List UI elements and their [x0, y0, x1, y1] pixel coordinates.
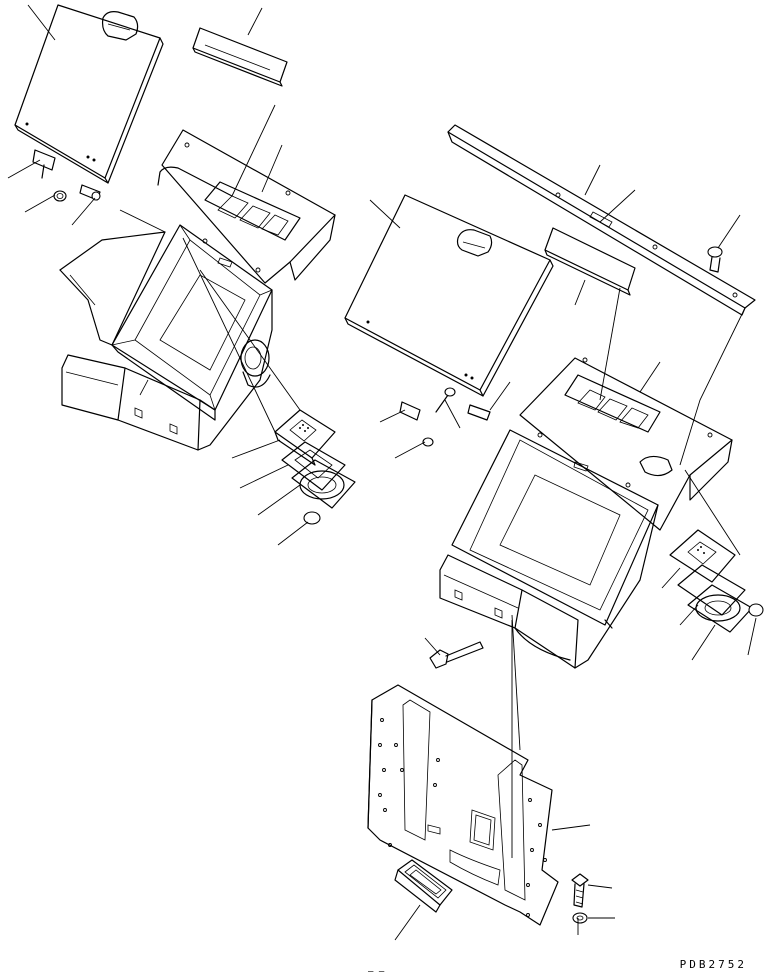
- leader-lines: [7, 4, 757, 941]
- right-console-assembly: [344, 124, 764, 669]
- right-vent-assembly[interactable]: [669, 529, 764, 633]
- left-lid-bracket[interactable]: [32, 149, 56, 179]
- left-nut[interactable]: [53, 190, 67, 202]
- left-console-assembly: [14, 4, 356, 525]
- right-hex-bolt[interactable]: [429, 641, 484, 669]
- left-cover-plate[interactable]: [192, 27, 288, 87]
- drawing-code: PDB2752: [679, 958, 747, 971]
- floor-plate[interactable]: [367, 684, 559, 926]
- right-console-body[interactable]: [439, 357, 733, 669]
- left-lid-clip[interactable]: [79, 184, 101, 201]
- right-top-bolt[interactable]: [707, 246, 723, 273]
- right-lid-bracket[interactable]: [399, 387, 456, 447]
- right-cover-plate[interactable]: [544, 227, 636, 296]
- floor-plate-assembly: [367, 684, 589, 926]
- right-support-bar[interactable]: [447, 124, 756, 316]
- right-lid[interactable]: [344, 194, 554, 397]
- left-console-body[interactable]: [59, 129, 336, 451]
- page-mark: – –: [368, 967, 385, 977]
- right-lid-clip[interactable]: [467, 404, 491, 421]
- left-vent-assembly[interactable]: [274, 409, 356, 525]
- left-lid[interactable]: [14, 4, 164, 184]
- floor-grommet[interactable]: [394, 859, 453, 913]
- floor-bolt[interactable]: [571, 873, 589, 908]
- floor-washer[interactable]: [572, 912, 588, 924]
- alignment-lines: [182, 104, 746, 935]
